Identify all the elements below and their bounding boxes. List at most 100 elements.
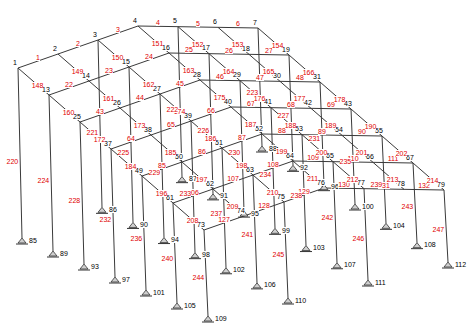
support-symbol — [349, 204, 361, 210]
member-number: 86 — [198, 148, 206, 155]
member-number: 166 — [303, 69, 315, 76]
support-node-number: 98 — [202, 251, 210, 258]
column-member-number: 222 — [167, 106, 179, 113]
purlin-member — [333, 162, 364, 189]
support-symbol — [171, 303, 183, 309]
purlin-member — [351, 109, 382, 136]
column-member-number: 226 — [198, 127, 210, 134]
purlin-member — [222, 148, 253, 175]
support-node-number: 94 — [171, 236, 179, 243]
member-number: 211 — [307, 175, 318, 182]
support-base — [442, 268, 454, 269]
member-number: 199 — [276, 148, 288, 155]
column-member-number: 243 — [402, 203, 414, 210]
column-member-number: 229 — [149, 169, 161, 176]
member-number: 198 — [236, 162, 248, 169]
column-member — [413, 163, 417, 243]
column-member — [98, 40, 102, 207]
purlin-member — [178, 27, 209, 54]
column-member-number: 237 — [211, 210, 223, 217]
member-number: 3 — [116, 26, 120, 33]
member-number: 184 — [125, 163, 137, 170]
support-base — [220, 273, 232, 274]
column-member — [444, 190, 448, 262]
support-triangle — [49, 251, 57, 256]
support-triangle — [129, 222, 137, 227]
support-base — [411, 248, 423, 249]
purlin-member — [98, 40, 129, 67]
member-number: 214 — [427, 177, 439, 184]
member-number: 149 — [72, 68, 84, 75]
support-triangle — [191, 253, 199, 258]
support-symbol — [251, 283, 263, 289]
column-member — [49, 95, 53, 251]
member-number: 1 — [36, 54, 40, 61]
purlin-member — [249, 54, 280, 81]
support-triangle — [142, 290, 150, 295]
column-member-number: 225 — [118, 149, 130, 156]
support-node-number: 104 — [393, 222, 405, 229]
support-base — [127, 228, 139, 229]
support-node-number: 97 — [122, 276, 130, 283]
support-base — [207, 199, 219, 200]
member-number: 186 — [205, 135, 217, 142]
support-node-number: 92 — [300, 164, 308, 171]
member-number: 85 — [158, 162, 166, 169]
support-node-number: 111 — [375, 279, 386, 286]
member-number: 161 — [103, 95, 115, 102]
column-member-number: 240 — [162, 255, 174, 262]
support-symbol — [269, 228, 281, 234]
purlin-member — [80, 122, 111, 149]
support-node-number: 109 — [215, 315, 227, 322]
column-member — [253, 175, 257, 283]
rafter-member — [58, 40, 98, 54]
column-member — [173, 203, 177, 303]
purlin-member — [413, 163, 444, 190]
support-symbol — [287, 165, 299, 171]
purlin-member — [160, 94, 191, 121]
column-member — [80, 122, 84, 264]
member-number: 4 — [156, 19, 160, 26]
support-node-number: 105 — [184, 302, 196, 309]
column-member — [382, 136, 386, 223]
support-triangle — [209, 194, 217, 199]
support-node-number: 91 — [220, 192, 228, 199]
member-number: 150 — [112, 54, 124, 61]
rafter-member — [89, 67, 129, 81]
rafter-member — [129, 53, 169, 67]
member-number: 66 — [207, 107, 215, 114]
support-triangle — [302, 246, 310, 251]
purlin-member — [89, 81, 120, 108]
support-symbol — [47, 251, 59, 257]
support-base — [47, 257, 59, 258]
support-symbol — [442, 262, 454, 268]
support-base — [362, 286, 374, 287]
purlin-member — [240, 81, 271, 108]
purlin-member — [151, 135, 182, 162]
support-triangle — [253, 283, 261, 288]
node-number: 4 — [133, 17, 137, 24]
member-number: 108 — [267, 161, 279, 168]
rafter-member — [244, 202, 284, 216]
member-number: 65 — [167, 121, 175, 128]
member-number: 2 — [76, 40, 80, 47]
purlin-member — [253, 175, 284, 202]
support-base — [78, 270, 90, 271]
rafter-member — [151, 121, 191, 135]
support-node-number: 101 — [153, 289, 165, 296]
purlin-member — [320, 82, 351, 109]
purlin-member — [138, 26, 169, 53]
column-member — [204, 230, 208, 316]
support-symbol — [202, 316, 214, 322]
member-number: 173 — [134, 122, 146, 129]
column-member-number: 242 — [322, 214, 334, 221]
rafter-member — [120, 94, 160, 108]
column-member — [209, 54, 213, 194]
purlin-member — [311, 108, 342, 135]
support-symbol — [220, 268, 232, 274]
column-member-number: 238 — [291, 192, 303, 199]
node-number: 3 — [93, 31, 97, 38]
purlin-member — [58, 54, 89, 81]
purlin-member — [169, 53, 200, 80]
column-member — [191, 121, 195, 253]
